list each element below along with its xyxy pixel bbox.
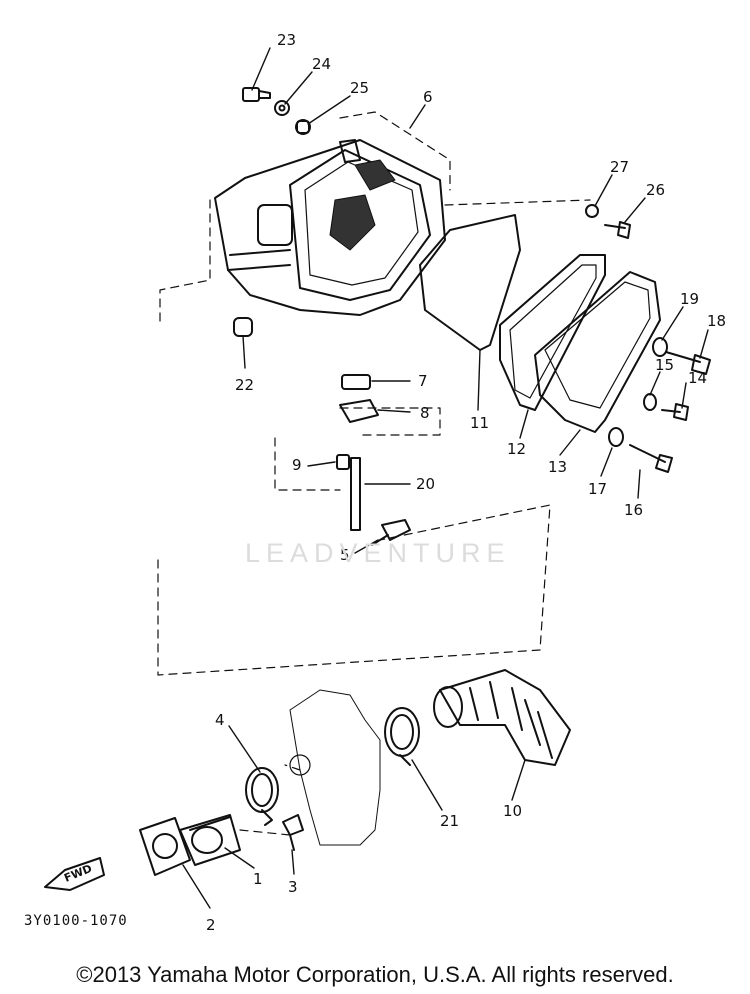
callout-8: 8 bbox=[420, 404, 430, 422]
callout-20: 20 bbox=[416, 475, 435, 493]
copyright-notice: ©2013 Yamaha Motor Corporation, U.S.A. A… bbox=[76, 962, 674, 987]
callout-19: 19 bbox=[680, 290, 699, 308]
callout-13: 13 bbox=[548, 458, 567, 476]
callout-12: 12 bbox=[507, 440, 526, 458]
callout-23: 23 bbox=[277, 31, 296, 49]
callout-3: 3 bbox=[288, 878, 298, 896]
air-cleaner-case bbox=[214, 139, 446, 316]
gasket bbox=[419, 214, 521, 351]
callout-numbers: 23 24 25 6 27 26 19 18 15 14 22 7 8 11 1… bbox=[206, 31, 726, 934]
callout-1: 1 bbox=[253, 870, 263, 888]
callout-15: 15 bbox=[655, 356, 674, 374]
screw bbox=[282, 814, 304, 851]
callout-24: 24 bbox=[312, 55, 331, 73]
cover-gasket bbox=[499, 254, 606, 411]
watermark: LEADVENTURE bbox=[245, 538, 511, 568]
fasteners bbox=[233, 87, 711, 473]
callout-11: 11 bbox=[470, 414, 489, 432]
callout-14: 14 bbox=[688, 369, 707, 387]
callout-18: 18 bbox=[707, 312, 726, 330]
callout-4: 4 bbox=[215, 711, 225, 729]
callout-22: 22 bbox=[235, 376, 254, 394]
forward-direction-arrow bbox=[44, 857, 105, 891]
callout-16: 16 bbox=[624, 501, 643, 519]
clamp-large bbox=[384, 707, 420, 766]
callout-27: 27 bbox=[610, 158, 629, 176]
callout-9: 9 bbox=[292, 456, 302, 474]
callout-25: 25 bbox=[350, 79, 369, 97]
engine-outline bbox=[289, 689, 381, 846]
leader-lines bbox=[182, 47, 709, 909]
callout-2: 2 bbox=[206, 916, 216, 934]
callout-6: 6 bbox=[423, 88, 433, 106]
callout-10: 10 bbox=[503, 802, 522, 820]
callout-21: 21 bbox=[440, 812, 459, 830]
intake-joint bbox=[179, 814, 241, 866]
intake-duct bbox=[433, 669, 571, 766]
drain-hose bbox=[350, 457, 361, 531]
callout-7: 7 bbox=[418, 372, 428, 390]
insulator bbox=[139, 817, 191, 876]
callout-17: 17 bbox=[588, 480, 607, 498]
assembly-guide-lines bbox=[157, 111, 591, 836]
case-cover bbox=[534, 271, 661, 433]
callout-26: 26 bbox=[646, 181, 665, 199]
diagram-part-code: 3Y0100-1070 bbox=[24, 913, 128, 929]
callout-5: 5 bbox=[340, 546, 350, 564]
hose-clip bbox=[371, 519, 411, 546]
clamp-small bbox=[245, 767, 279, 826]
